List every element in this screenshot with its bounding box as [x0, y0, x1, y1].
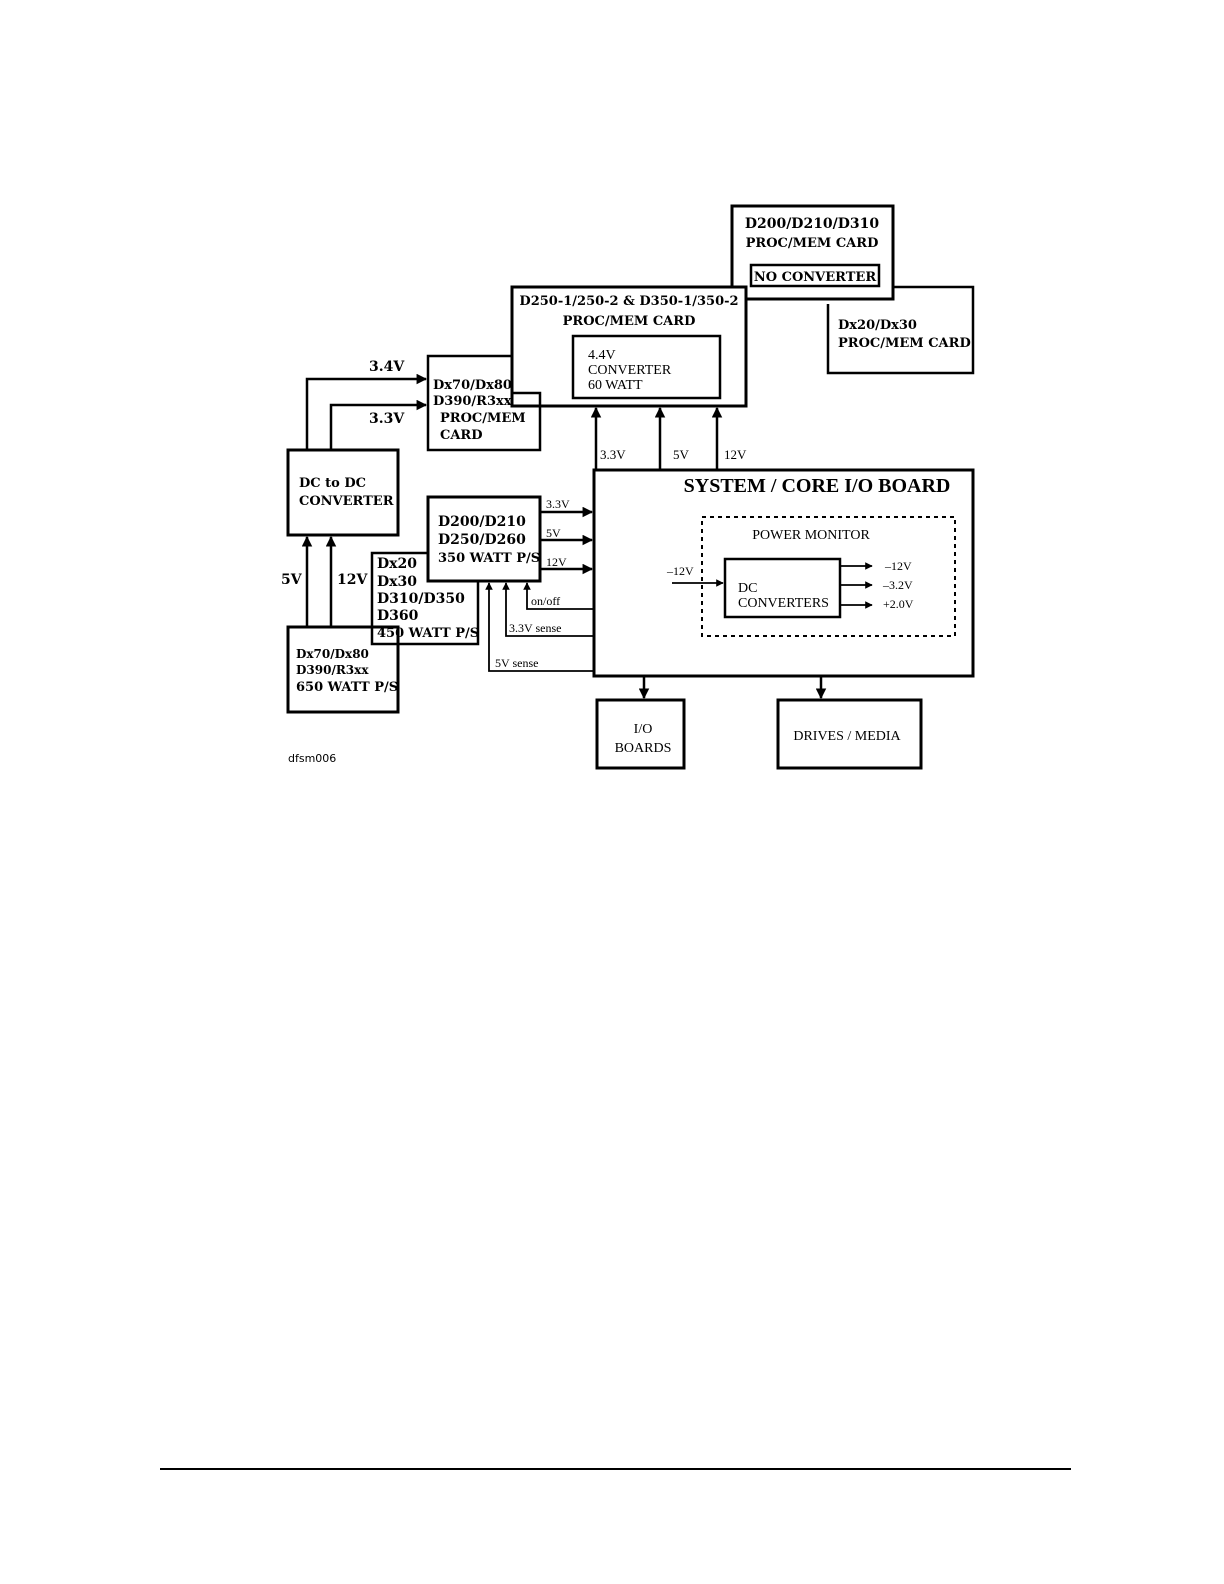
label-sense-3-3v: 3.3V sense [509, 621, 561, 635]
card-dx20-dx30-line1: Dx20/Dx30 [838, 318, 917, 333]
card-dx20-dx30: Dx20/Dx30 PROC/MEM CARD [826, 285, 975, 375]
ps-450-line2: Dx30 [377, 574, 417, 590]
card-d200-d210-d310: D200/D210/D310 PROC/MEM CARD NO CONVERTE… [730, 204, 895, 301]
ps-outputs: 3.3V 5V 12V [540, 497, 594, 575]
footer-rule [160, 1468, 1071, 1470]
label-3-3v-up: 3.3V [600, 447, 626, 462]
ps-450-line4: D360 [377, 608, 419, 624]
card-d250-d350-line2: PROC/MEM CARD [563, 314, 696, 329]
dc-to-dc-line1: DC to DC [299, 476, 366, 491]
power-monitor-label: POWER MONITOR [752, 528, 870, 543]
card-dx70-dx80-line3: PROC/MEM [440, 411, 526, 426]
label-3-3v-card: 3.3V [369, 411, 405, 427]
figure-id: dfsm006 [288, 752, 336, 765]
dc-to-dc-line2: CONVERTER [299, 494, 394, 509]
ps-350-line1: D200/D210 [438, 514, 526, 530]
converter-44v-line3: 60 WATT [588, 378, 643, 393]
ps-650-line3: 650 WATT P/S [296, 680, 398, 695]
ps-650-line2: D390/R3xx [296, 663, 369, 677]
io-boards-line2: BOARDS [615, 741, 672, 756]
ps-350-line2: D250/D260 [438, 532, 526, 548]
dc-converters-line2: CONVERTERS [738, 596, 829, 611]
label-12v-up: 12V [724, 447, 747, 462]
ps-450-line1: Dx20 [377, 556, 417, 572]
dc-converter-inputs: 5V 12V [281, 535, 368, 627]
dc-converter-outputs: 3.4V 3.3V [305, 359, 428, 450]
no-converter-label: NO CONVERTER [754, 270, 876, 285]
io-boards-line1: I/O [634, 722, 653, 737]
card-dx70-dx80: Dx70/Dx80 D390/R3xx PROC/MEM CARD [426, 354, 542, 452]
label-sense-5v: 5V sense [495, 656, 538, 670]
ps-feedback: on/off 3.3V sense 5V sense [485, 582, 594, 672]
label-5v-dc: 5V [281, 572, 303, 588]
ps-450-line5: 450 WATT P/S [377, 626, 479, 641]
ps-350-watt: D200/D210 D250/D260 350 WATT P/S [426, 495, 542, 583]
card-d200-d210-d310-line2: PROC/MEM CARD [746, 236, 879, 251]
ps-450-line3: D310/D350 [377, 591, 465, 607]
drives-media: DRIVES / MEDIA [776, 698, 923, 770]
system-board-card-feeds: 3.3V 5V 12V [590, 406, 747, 470]
label-3-3v-ps: 3.3V [546, 497, 570, 511]
card-dx70-dx80-line1: Dx70/Dx80 [433, 378, 512, 393]
label-pos2-0v-out: +2.0V [883, 597, 914, 611]
drives-media-label: DRIVES / MEDIA [793, 729, 901, 744]
card-d250-d350: D250-1/250-2 & D350-1/350-2 PROC/MEM CAR… [510, 285, 748, 408]
label-5v-up: 5V [673, 447, 690, 462]
system-core-io-board: SYSTEM / CORE I/O BOARD POWER MONITOR DC… [592, 468, 975, 678]
converter-44v-line1: 4.4V [588, 348, 616, 363]
label-12v-ps: 12V [546, 555, 567, 569]
card-d250-d350-line1: D250-1/250-2 & D350-1/350-2 [519, 294, 738, 309]
ps-650-line1: Dx70/Dx80 [296, 647, 369, 661]
label-3-4v: 3.4V [369, 359, 405, 375]
label-neg3-2v-out: –3.2V [882, 578, 913, 592]
dc-to-dc-converter: DC to DC CONVERTER [286, 448, 400, 537]
io-boards: I/O BOARDS [595, 698, 686, 770]
dc-converters-line1: DC [738, 581, 757, 596]
label-onoff: on/off [531, 594, 560, 608]
card-d200-d210-d310-line1: D200/D210/D310 [745, 216, 880, 232]
card-dx70-dx80-line4: CARD [440, 428, 483, 443]
system-board-title: SYSTEM / CORE I/O BOARD [684, 475, 951, 497]
label-12v-dc: 12V [337, 572, 368, 588]
ps-650-watt: Dx70/Dx80 D390/R3xx 650 WATT P/S [286, 625, 400, 714]
label-neg12v-in: –12V [666, 564, 694, 578]
ps-350-line3: 350 WATT P/S [438, 551, 540, 566]
converter-44v-line2: CONVERTER [588, 363, 672, 378]
label-5v-ps: 5V [546, 526, 561, 540]
label-neg12v-out: –12V [884, 559, 912, 573]
card-dx20-dx30-line2: PROC/MEM CARD [838, 336, 971, 351]
card-dx70-dx80-line2: D390/R3xx [433, 394, 512, 409]
system-board-down-feeds [638, 676, 827, 700]
ps-450-watt: Dx20 Dx30 D310/D350 D360 450 WATT P/S [370, 551, 480, 646]
